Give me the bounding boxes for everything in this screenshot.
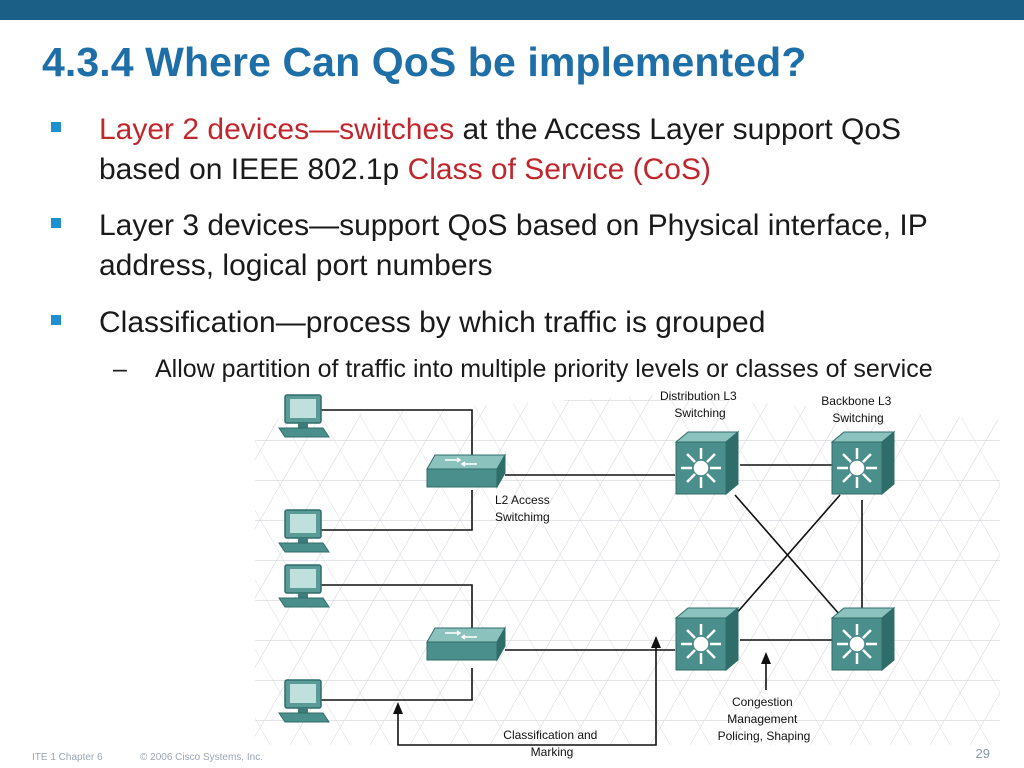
sub-bullet-text: Allow partition of traffic into multiple… bbox=[155, 355, 933, 383]
distribution-l3-switch-bottom bbox=[674, 606, 740, 672]
bullet-1-highlight-b: Class of Service (CoS) bbox=[407, 153, 711, 186]
l2-access-switch-bottom bbox=[426, 627, 506, 661]
footer-copyright: © 2006 Cisco Systems, Inc. bbox=[140, 752, 263, 763]
bullet-marker bbox=[51, 315, 61, 325]
bullet-3: Classification—process by which traffic … bbox=[51, 303, 959, 343]
label-backbone: Backbone L3 Switching bbox=[821, 394, 894, 425]
bullet-marker bbox=[51, 122, 61, 132]
label-congestion: Congestion Management Policing, Shaping bbox=[718, 695, 811, 743]
pointer-arrows bbox=[393, 636, 771, 714]
label-l2-access: L2 Access Switchimg bbox=[495, 493, 553, 524]
floor-grid bbox=[255, 395, 1000, 745]
sub-bullet-dash: – bbox=[113, 355, 127, 383]
label-distribution: Distribution L3 Switching bbox=[660, 389, 740, 420]
bullet-2-text: Layer 3 devices—support QoS based on Phy… bbox=[99, 209, 928, 282]
top-banner bbox=[0, 0, 1024, 20]
bullet-1-text: at the Access Layer support QoS based on… bbox=[99, 113, 902, 186]
pc-4 bbox=[278, 679, 330, 723]
backbone-l3-switch-bottom bbox=[830, 606, 896, 672]
pc-2 bbox=[278, 509, 330, 553]
label-classification: Classification and Marking bbox=[503, 728, 600, 759]
page-number: 29 bbox=[975, 746, 990, 761]
distribution-l3-switch-top bbox=[674, 430, 740, 496]
sub-bullet: – Allow partition of traffic into multip… bbox=[113, 354, 965, 385]
pc-1 bbox=[278, 394, 330, 438]
l2-access-switch-top bbox=[426, 454, 506, 488]
pc-3 bbox=[278, 564, 330, 608]
bullet-marker bbox=[51, 218, 61, 228]
slide-title: 4.3.4 Where Can QoS be implemented? bbox=[42, 39, 807, 85]
backbone-l3-switch-top bbox=[830, 430, 896, 496]
footer-course: ITE 1 Chapter 6 bbox=[32, 752, 103, 763]
bullet-1: Layer 2 devices—switches at the Access L… bbox=[51, 110, 959, 190]
bullet-1-highlight-a: Layer 2 devices—switches bbox=[99, 113, 455, 146]
bullet-2: Layer 3 devices—support QoS based on Phy… bbox=[51, 206, 959, 286]
bullet-3-text: Classification—process by which traffic … bbox=[99, 306, 766, 339]
